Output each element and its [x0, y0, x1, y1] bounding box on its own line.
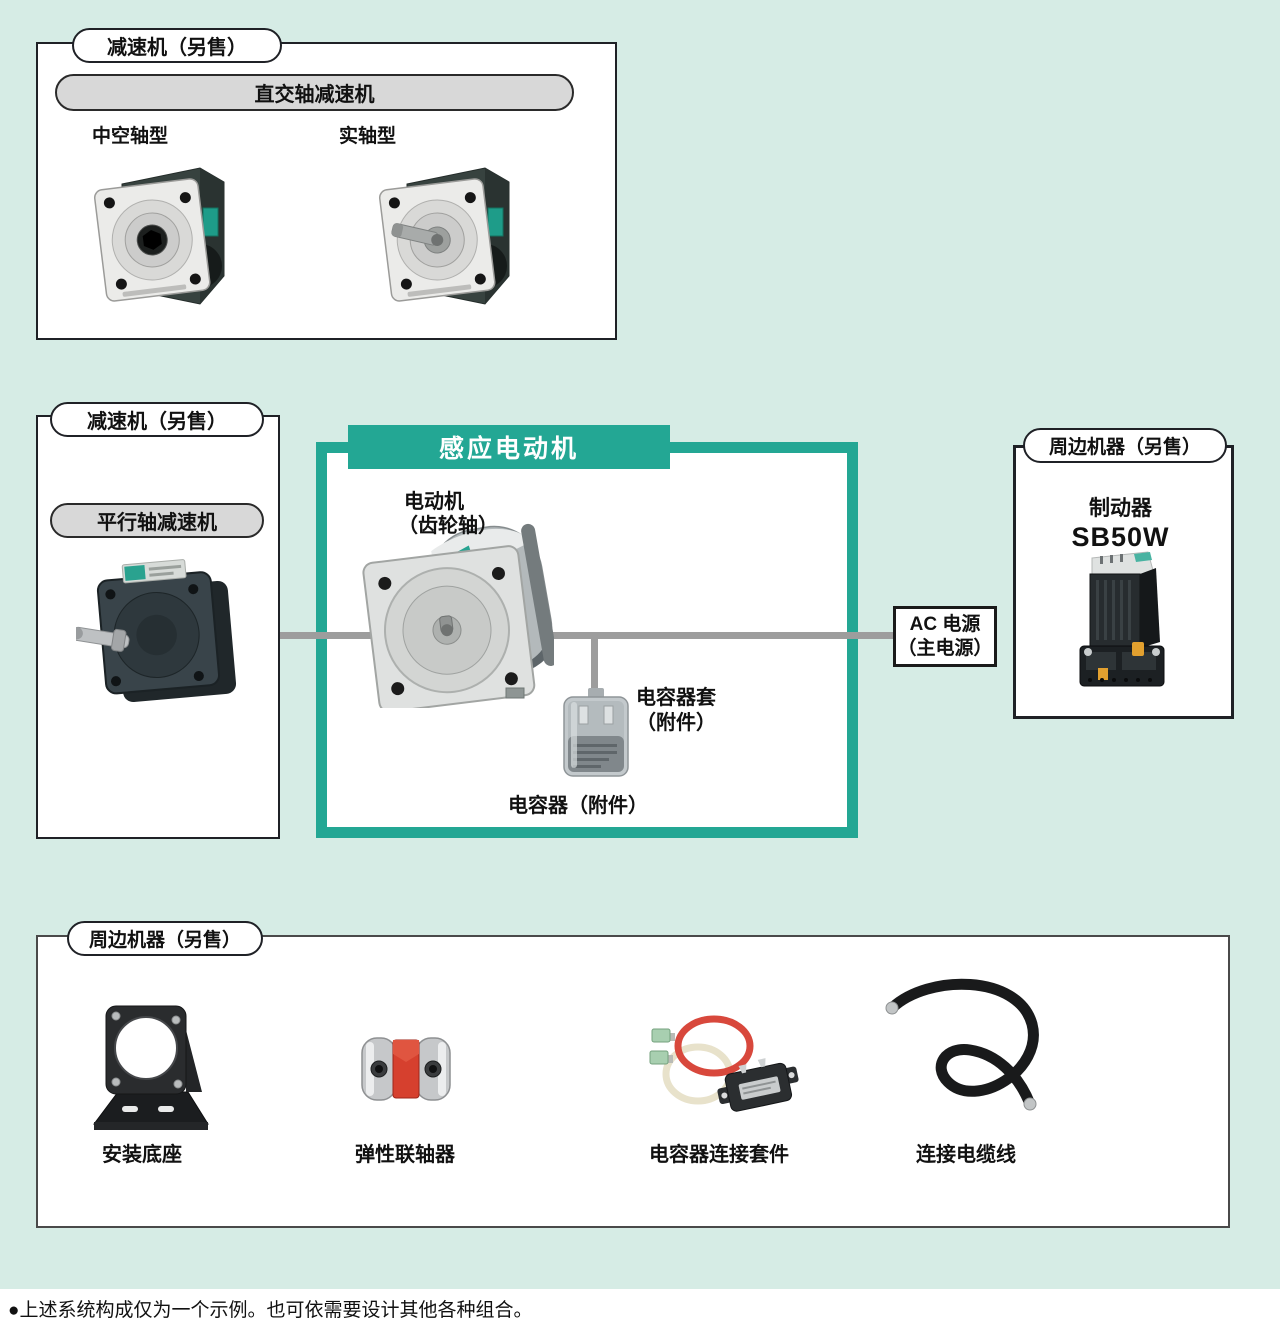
capacitor-image — [563, 688, 629, 777]
capacitor-connector-line — [591, 636, 598, 699]
mounting-bracket-label: 安装底座 — [102, 1144, 182, 1166]
peripherals-sold-separately-pill: 周边机器（另售） — [67, 921, 263, 956]
right-angle-gearhead-bar: 直交轴减速机 — [55, 74, 574, 111]
header-label: 感应电动机 — [438, 435, 579, 463]
pill-label: 减速机（另售） — [107, 37, 247, 59]
capacitor-cover-label: 电容器套 （附件） — [636, 686, 716, 736]
capacitor-connection-kit-label: 电容器连接套件 — [649, 1144, 789, 1166]
ac-power-line2: （主电源） — [897, 637, 993, 659]
motor-label-line1: 电动机 — [404, 491, 464, 513]
peripherals-sold-separately-pill: 周边机器（另售） — [1023, 428, 1227, 463]
parallel-shaft-gearhead-image — [76, 559, 237, 703]
capacitor-cover-line2: （附件） — [636, 712, 716, 734]
peripherals-panel — [36, 935, 1230, 1228]
flexible-coupling-label: 弹性联轴器 — [355, 1144, 455, 1166]
pill-label: 减速机（另售） — [87, 411, 227, 433]
power-connector-line — [280, 632, 893, 639]
gearhead-sold-separately-pill: 减速机（另售） — [72, 28, 282, 63]
capacitor-accessory-label: 电容器（附件） — [508, 795, 648, 817]
motor-gear-shaft-label: 电动机 （齿轮轴） — [398, 490, 498, 538]
pill-label: 周边机器（另售） — [88, 930, 241, 951]
footer-note: ●上述系统构成仅为一个示例。也可依需要设计其他各种组合。 — [8, 1300, 533, 1321]
footer-band: ●上述系统构成仅为一个示例。也可依需要设计其他各种组合。 — [0, 1289, 1280, 1335]
bar-label: 直交轴减速机 — [254, 84, 375, 106]
ac-power-line1: AC 电源 — [909, 613, 981, 635]
brake-model-label: SB50W — [1071, 522, 1170, 552]
ac-power-box: AC 电源 （主电源） — [893, 606, 997, 667]
mounting-bracket-image — [93, 1005, 209, 1130]
motor-label-line2: （齿轮轴） — [398, 515, 498, 537]
connection-cable-label: 连接电缆线 — [916, 1144, 1016, 1166]
connection-cable-image — [885, 978, 1039, 1111]
solid-shaft-gearhead-image — [378, 167, 510, 305]
hollow-shaft-type-label: 中空轴型 — [91, 126, 168, 147]
bar-label: 平行轴减速机 — [97, 512, 217, 534]
flexible-coupling-image — [361, 1037, 451, 1101]
brake-caption: 制动器 SB50W — [1013, 492, 1228, 553]
gearhead-sold-separately-pill: 减速机（另售） — [50, 402, 264, 437]
brake-pack-image — [1079, 551, 1165, 687]
capacitor-cover-line1: 电容器套 — [636, 687, 716, 709]
parallel-gearhead-bar: 平行轴减速机 — [50, 503, 264, 538]
capacitor-connection-kit-image — [649, 1015, 799, 1112]
solid-shaft-type-label: 实轴型 — [338, 126, 396, 147]
pill-label: 周边机器（另售） — [1048, 437, 1201, 458]
hollow-shaft-gearhead-image — [93, 167, 225, 305]
induction-motor-header: 感应电动机 — [348, 425, 670, 469]
induction-motor-image — [362, 523, 554, 708]
brake-name-label: 制动器 — [1089, 497, 1152, 520]
